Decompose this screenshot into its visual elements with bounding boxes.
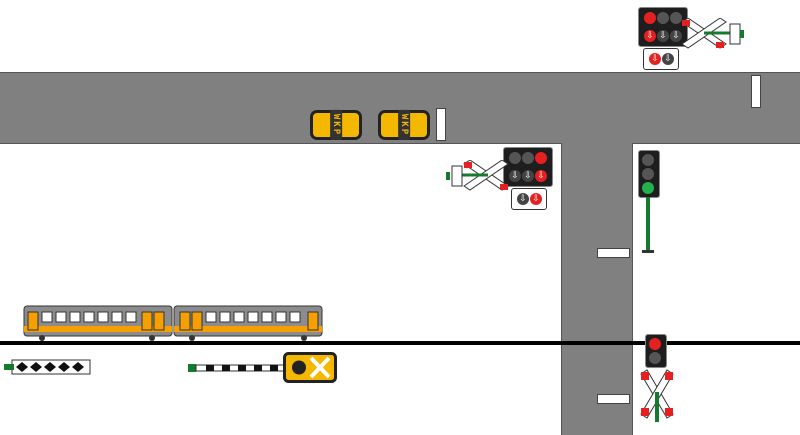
- traffic-light-post: [646, 197, 650, 252]
- red-lamp: [642, 154, 654, 166]
- railway-track: [0, 341, 800, 345]
- arrow-down-icon: ⇩: [535, 170, 547, 182]
- barrier-control-box[interactable]: [283, 352, 337, 383]
- bus[interactable]: WKP: [310, 109, 362, 141]
- road-edge-bottom-right: [632, 143, 800, 144]
- arrow-down-icon: ⇩: [670, 30, 682, 42]
- arrow-down-icon: ⇩: [522, 170, 534, 182]
- green-lamp: [642, 182, 654, 194]
- stop-line-south-lower: [597, 394, 630, 404]
- vertical-road: [562, 143, 632, 435]
- crossing-sign-top: [681, 18, 744, 49]
- off-lamp: [670, 12, 682, 24]
- vertical-road-edge-left: [561, 143, 562, 435]
- top-signal-head[interactable]: ⇩ ⇩ ⇩: [638, 7, 688, 47]
- arrow-down-icon: ⇩: [509, 170, 521, 182]
- bus-sign: WKP: [397, 109, 410, 141]
- main-traffic-light[interactable]: [638, 150, 660, 198]
- arrow-down-icon: ⇩: [657, 30, 669, 42]
- bus-sign: WKP: [329, 109, 342, 141]
- arrow-down-icon: ⇩: [644, 30, 656, 42]
- arrow-down-icon: ⇩: [517, 193, 529, 205]
- top-auxiliary-signal[interactable]: ⇩ ⇩: [643, 48, 679, 70]
- crossing-barrier[interactable]: [188, 360, 288, 376]
- post-base: [642, 250, 654, 253]
- stop-line-west: [436, 108, 446, 141]
- stop-line-south-upper: [597, 248, 630, 258]
- stop-line-east: [751, 75, 761, 108]
- train-car: [173, 305, 323, 341]
- red-lamp: [644, 12, 656, 24]
- off-lamp: [657, 12, 669, 24]
- crossing-sign-middle: [446, 160, 509, 191]
- vertical-road-edge-right: [632, 143, 633, 435]
- left-barrier[interactable]: [4, 358, 92, 378]
- road-edge-top: [0, 72, 800, 73]
- train[interactable]: [22, 304, 324, 342]
- off-lamp: [649, 352, 661, 364]
- arrow-down-icon: ⇩: [530, 193, 542, 205]
- red-lamp: [649, 338, 661, 350]
- yellow-lamp: [642, 168, 654, 180]
- middle-auxiliary-signal[interactable]: ⇩ ⇩: [511, 188, 547, 210]
- railway-crossing-sign: [640, 369, 674, 422]
- train-car: [23, 305, 173, 341]
- bus[interactable]: WKP: [378, 109, 430, 141]
- off-lamp: [522, 152, 534, 164]
- arrow-down-icon: ⇩: [649, 53, 661, 65]
- red-lamp: [535, 152, 547, 164]
- off-lamp: [509, 152, 521, 164]
- arrow-down-icon: ⇩: [662, 53, 674, 65]
- road-edge-bottom: [0, 143, 562, 144]
- crossing-traffic-light[interactable]: [645, 334, 667, 368]
- middle-signal-head[interactable]: ⇩ ⇩ ⇩: [503, 147, 553, 187]
